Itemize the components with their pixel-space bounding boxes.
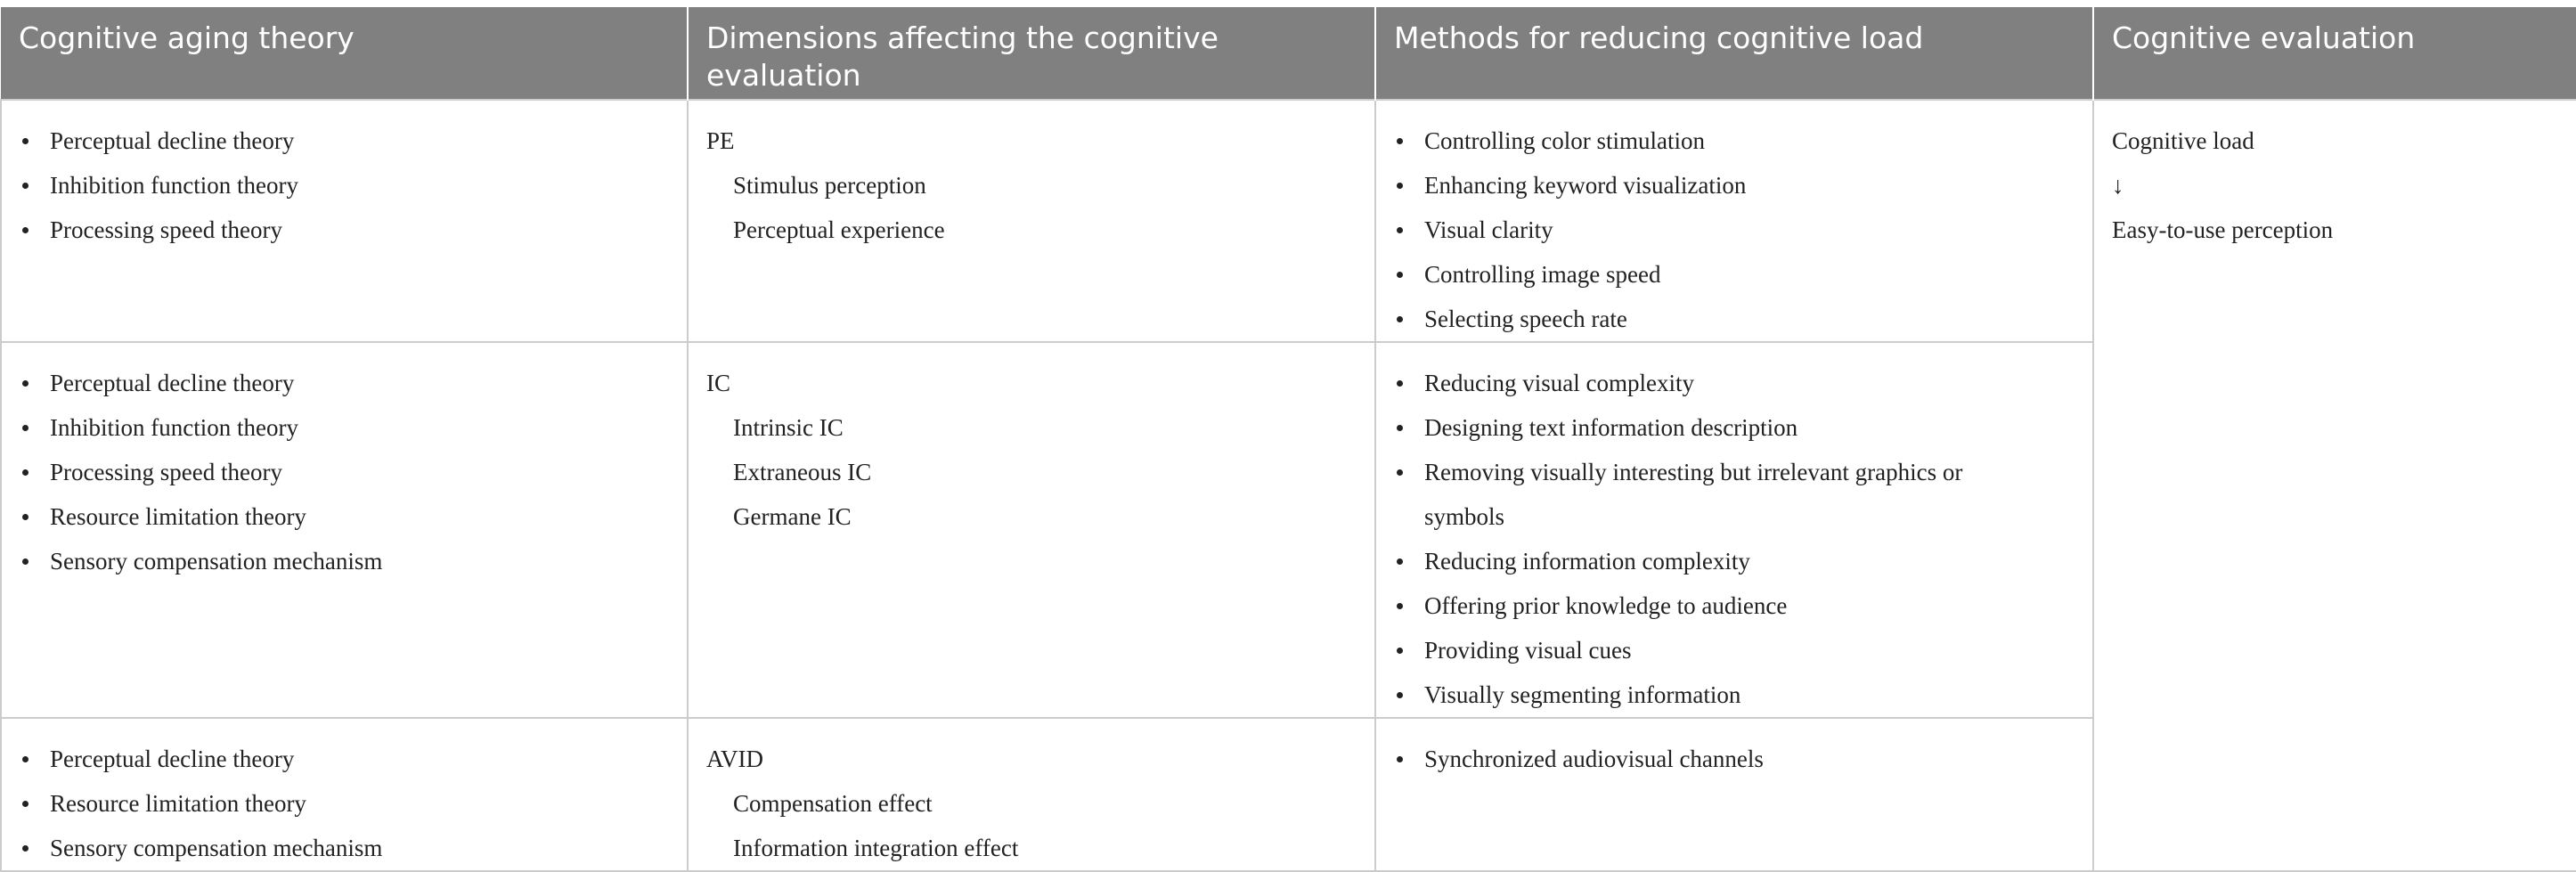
cognitive-table: Cognitive aging theory Dimensions affect… xyxy=(0,7,2576,872)
theory-item: Perceptual decline theory xyxy=(20,737,669,781)
evaluation-top: Cognitive load xyxy=(2112,127,2254,154)
dimensions-cell: IC Intrinsic IC Extraneous IC Germane IC xyxy=(687,341,1376,719)
table-row: Perceptual decline theory Resource limit… xyxy=(0,717,2576,872)
theories-cell: Perceptual decline theory Inhibition fun… xyxy=(0,341,689,719)
method-item: Visually segmenting information xyxy=(1394,672,2075,717)
theory-item: Processing speed theory xyxy=(20,450,669,494)
method-item: Removing visually interesting but irrele… xyxy=(1394,450,1977,539)
method-item: Visual clarity xyxy=(1394,208,2075,252)
dimension-item: Germane IC xyxy=(733,503,852,530)
theory-item: Perceptual decline theory xyxy=(20,118,669,163)
method-item: Reducing information complexity xyxy=(1394,539,2075,583)
header-dimensions: Dimensions affecting the cognitive evalu… xyxy=(687,7,1375,100)
method-item: Controlling image speed xyxy=(1394,252,2075,297)
method-item: Offering prior knowledge to audience xyxy=(1394,583,2075,628)
theories-cell: Perceptual decline theory Inhibition fun… xyxy=(0,99,689,343)
method-item: Designing text information description xyxy=(1394,405,2075,450)
theory-item: Resource limitation theory xyxy=(20,781,669,826)
dimension-item: Information integration effect xyxy=(733,835,1019,861)
dimensions-cell: PE Stimulus perception Perceptual experi… xyxy=(687,99,1376,343)
method-item: Enhancing keyword visualization xyxy=(1394,163,2075,208)
theory-item: Processing speed theory xyxy=(20,208,669,252)
dimensions-cell: AVID Compensation effect Information int… xyxy=(687,717,1376,872)
method-item: Providing visual cues xyxy=(1394,628,2075,672)
methods-cell: Synchronized audiovisual channels xyxy=(1374,717,2094,872)
method-item: Synchronized audiovisual channels xyxy=(1394,737,2075,781)
dimension-code: PE xyxy=(706,127,735,154)
method-item: Selecting speech rate xyxy=(1394,297,2075,341)
dimension-item: Intrinsic IC xyxy=(733,414,844,441)
dimension-code: AVID xyxy=(706,746,764,772)
theory-item: Sensory compensation mechanism xyxy=(20,826,669,870)
header-methods: Methods for reducing cognitive load xyxy=(1374,7,2093,100)
theory-item: Inhibition function theory xyxy=(20,163,669,208)
theory-item: Inhibition function theory xyxy=(20,405,669,450)
dimension-item: Perceptual experience xyxy=(733,216,945,243)
theories-cell: Perceptual decline theory Resource limit… xyxy=(0,717,689,872)
table-row: Perceptual decline theory Inhibition fun… xyxy=(0,99,2576,872)
theory-item: Resource limitation theory xyxy=(20,494,669,539)
method-item: Controlling color stimulation xyxy=(1394,118,2075,163)
methods-cell: Reducing visual complexity Designing tex… xyxy=(1374,341,2094,719)
header-cognitive-aging-theory: Cognitive aging theory xyxy=(1,7,688,100)
header-cognitive-evaluation: Cognitive evaluation xyxy=(2092,7,2576,100)
evaluation-cell: Cognitive load ↓ Easy-to-use perception xyxy=(2092,99,2576,872)
theory-item: Perceptual decline theory xyxy=(20,361,669,405)
table-row: Perceptual decline theory Inhibition fun… xyxy=(0,341,2576,719)
dimension-item: Stimulus perception xyxy=(733,172,926,199)
dimension-code: IC xyxy=(706,370,730,396)
evaluation-bottom: Easy-to-use perception xyxy=(2112,216,2334,243)
theory-item: Sensory compensation mechanism xyxy=(20,539,669,583)
dimension-item: Compensation effect xyxy=(733,790,933,817)
dimension-item: Extraneous IC xyxy=(733,459,872,485)
method-item: Reducing visual complexity xyxy=(1394,361,2075,405)
header-row: Cognitive aging theory Dimensions affect… xyxy=(1,7,2576,100)
methods-cell: Controlling color stimulation Enhancing … xyxy=(1374,99,2094,343)
down-arrow-icon: ↓ xyxy=(2112,172,2124,199)
